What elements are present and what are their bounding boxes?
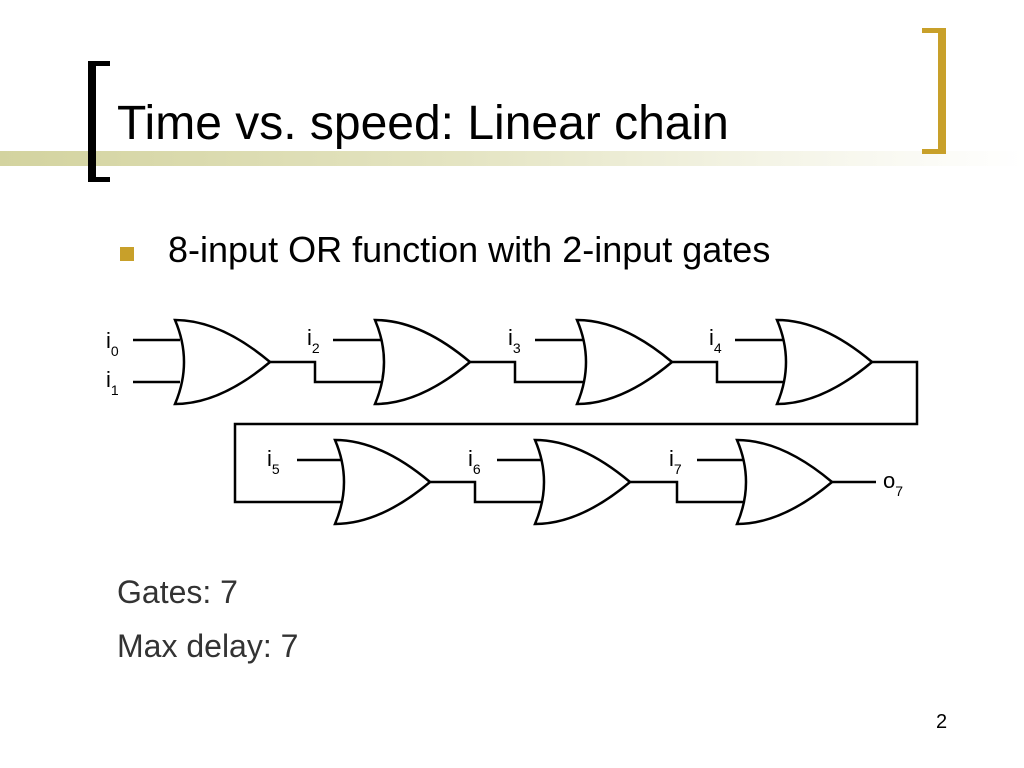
or-gate-4 xyxy=(775,318,874,406)
gates-count-text: Gates: 7 xyxy=(117,574,238,610)
title-underline-bar xyxy=(0,151,1024,166)
label-i6: i6 xyxy=(468,446,481,477)
slide-title: Time vs. speed: Linear chain xyxy=(117,97,729,150)
wire-g5-g6 xyxy=(430,480,541,504)
or-gate-6 xyxy=(533,438,632,526)
or-gate-1 xyxy=(173,318,272,406)
label-i2: i2 xyxy=(307,325,320,356)
or-gate-3 xyxy=(575,318,674,406)
label-i3: i3 xyxy=(508,325,521,356)
or-gate-7 xyxy=(735,438,834,526)
page-number: 2 xyxy=(936,711,948,733)
label-i7: i7 xyxy=(669,446,682,477)
or-gate-5 xyxy=(333,438,432,526)
or-gate-2 xyxy=(373,318,472,406)
left-bracket-decoration xyxy=(88,61,110,182)
bullet-text: 8-input OR function with 2-input gates xyxy=(168,229,771,270)
wire-g3-g4 xyxy=(672,360,783,384)
wire-g4-g5-loop xyxy=(233,360,919,504)
label-i0: i0 xyxy=(106,328,119,359)
max-delay-text: Max delay: 7 xyxy=(117,628,299,664)
bullet-square-icon xyxy=(120,247,134,261)
wire-g6-g7 xyxy=(630,480,743,504)
label-i4: i4 xyxy=(709,325,722,356)
label-o7: o7 xyxy=(883,468,903,499)
label-i1: i1 xyxy=(106,367,119,398)
label-i5: i5 xyxy=(267,446,280,477)
wire-g2-g3 xyxy=(470,360,583,384)
wire-g1-g2 xyxy=(270,360,381,384)
right-bracket-decoration xyxy=(922,28,946,154)
